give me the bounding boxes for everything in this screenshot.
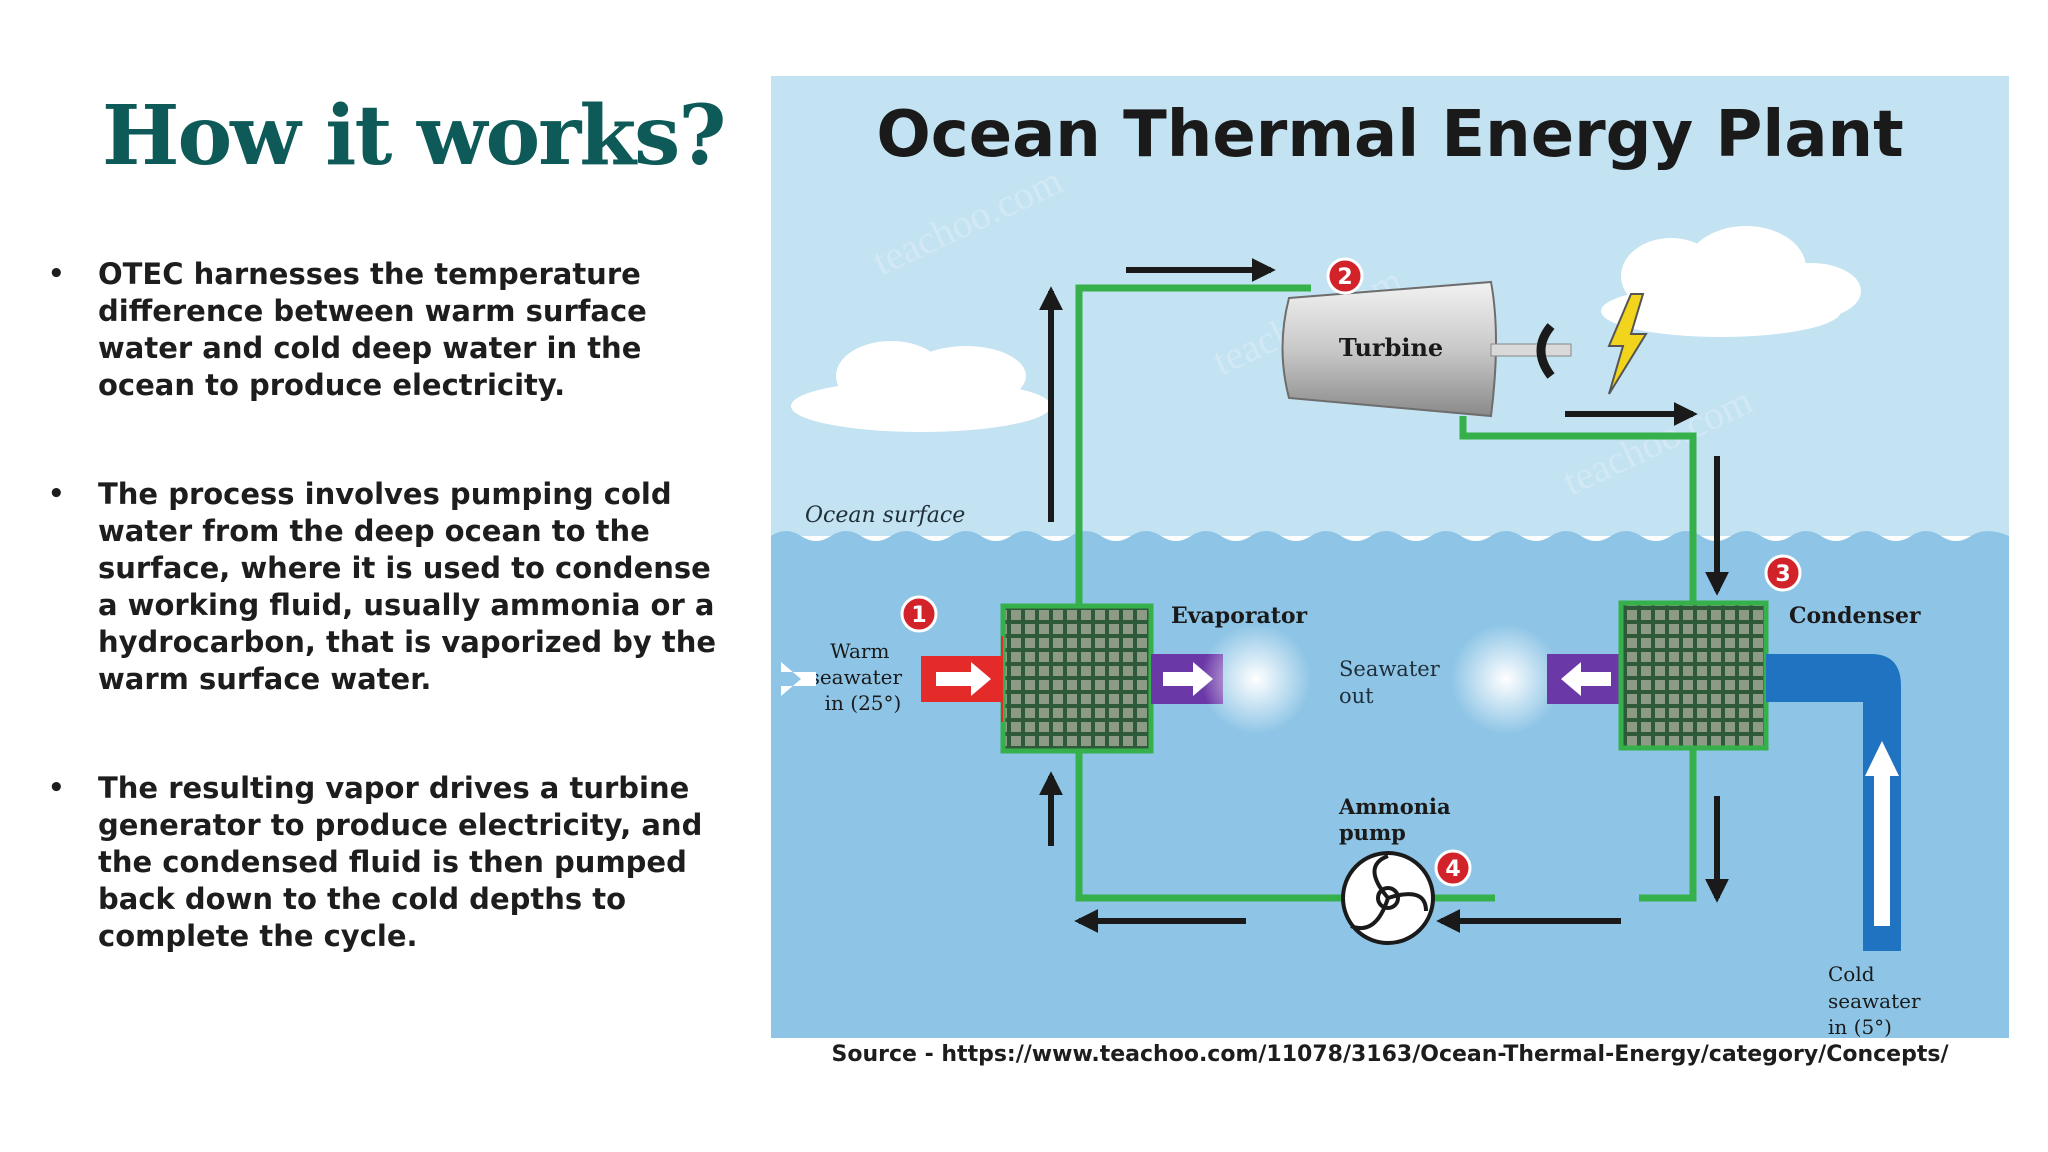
bullet-dot: •: [48, 479, 65, 509]
bullet-item: • The process involves pumping cold wate…: [48, 476, 738, 698]
bullet-text: OTEC harnesses the temperature differenc…: [98, 257, 647, 402]
evaporator: [1000, 603, 1154, 754]
slide-title: How it works?: [102, 88, 726, 184]
turbine: [1281, 280, 1497, 418]
inflow-arrow-icon: [936, 662, 991, 696]
otec-diagram: teachoo.com teachoo.com teachoo.com Ocea…: [771, 76, 2009, 1038]
cloud: [1601, 226, 1861, 337]
source-citation: Source - https://www.teachoo.com/11078/3…: [831, 1042, 1949, 1067]
outflow-arrow-icon: [1561, 662, 1611, 696]
cloud: [791, 341, 1051, 432]
lightning-icon: [1607, 293, 1648, 395]
bullet-text: The process involves pumping cold water …: [98, 477, 717, 696]
evaporator-label: Evaporator: [1171, 603, 1308, 629]
svg-text:2: 2: [1337, 265, 1352, 290]
warm-water-label: Warm seawater in (25°): [810, 639, 909, 715]
svg-text:3: 3: [1775, 562, 1790, 587]
pump-impeller-icon: [1350, 854, 1428, 930]
seawater-out-label: Seawater out: [1339, 657, 1446, 708]
turbine-label: Turbine: [1339, 333, 1443, 362]
bullet-list: • OTEC harnesses the temperature differe…: [48, 256, 738, 1027]
bullet-text: The resulting vapor drives a turbine gen…: [98, 771, 703, 953]
diagram-title: Ocean Thermal Energy Plant: [876, 98, 1903, 172]
svg-text:1: 1: [911, 603, 926, 628]
bullet-dot: •: [48, 773, 65, 803]
svg-text:4: 4: [1445, 857, 1460, 882]
condenser-label: Condenser: [1789, 603, 1921, 629]
water-glow: [1451, 624, 1561, 734]
ocean-surface-label: Ocean surface: [805, 503, 965, 528]
cold-water-label: Cold seawater in (5°): [1828, 962, 1927, 1038]
cold-water-pipe: [1766, 654, 1901, 951]
step-badge-3: 3: [1764, 554, 1802, 592]
flow-arrows: [1039, 258, 1729, 933]
pump-label: Ammonia pump: [1338, 794, 1458, 845]
step-badge-2: 2: [1326, 257, 1364, 295]
cold-inflow-arrow-icon: [1865, 741, 1899, 926]
condenser: [1618, 600, 1769, 751]
turbine-shaft: [1490, 343, 1572, 357]
step-badge-4: 4: [1434, 849, 1472, 887]
water-glow: [1201, 624, 1311, 734]
bullet-item: • OTEC harnesses the temperature differe…: [48, 256, 738, 404]
inflow-arrow-icon: [781, 662, 816, 696]
bullet-dot: •: [48, 259, 65, 289]
outflow-arrow-icon: [1163, 662, 1213, 696]
bullet-item: • The resulting vapor drives a turbine g…: [48, 770, 738, 955]
step-badge-1: 1: [900, 595, 938, 633]
generator-coupling: [1536, 323, 1555, 379]
